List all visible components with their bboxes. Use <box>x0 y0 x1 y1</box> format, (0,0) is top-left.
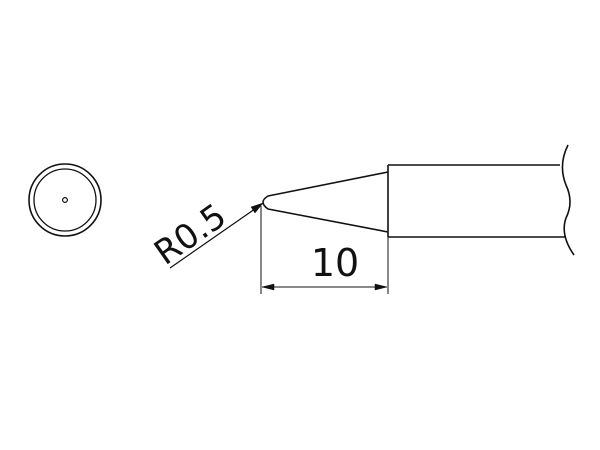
length-dimension <box>260 206 389 294</box>
cone-outline <box>262 171 389 233</box>
length-arrowhead-right <box>374 283 388 291</box>
radius-leader-arrowhead <box>250 202 264 214</box>
radius-leader-line <box>169 203 263 269</box>
tip-end-view <box>28 163 102 237</box>
length-arrowhead-left <box>261 283 275 291</box>
break-line <box>561 144 575 256</box>
end-view-inner-circle <box>33 168 97 232</box>
length-label: 10 <box>311 241 359 285</box>
radius-callout <box>169 202 264 269</box>
radius-label: R0.5 <box>147 196 234 273</box>
end-view-center-point <box>61 197 68 204</box>
end-view-outer-circle <box>28 163 102 237</box>
tip-side-profile <box>262 144 575 256</box>
